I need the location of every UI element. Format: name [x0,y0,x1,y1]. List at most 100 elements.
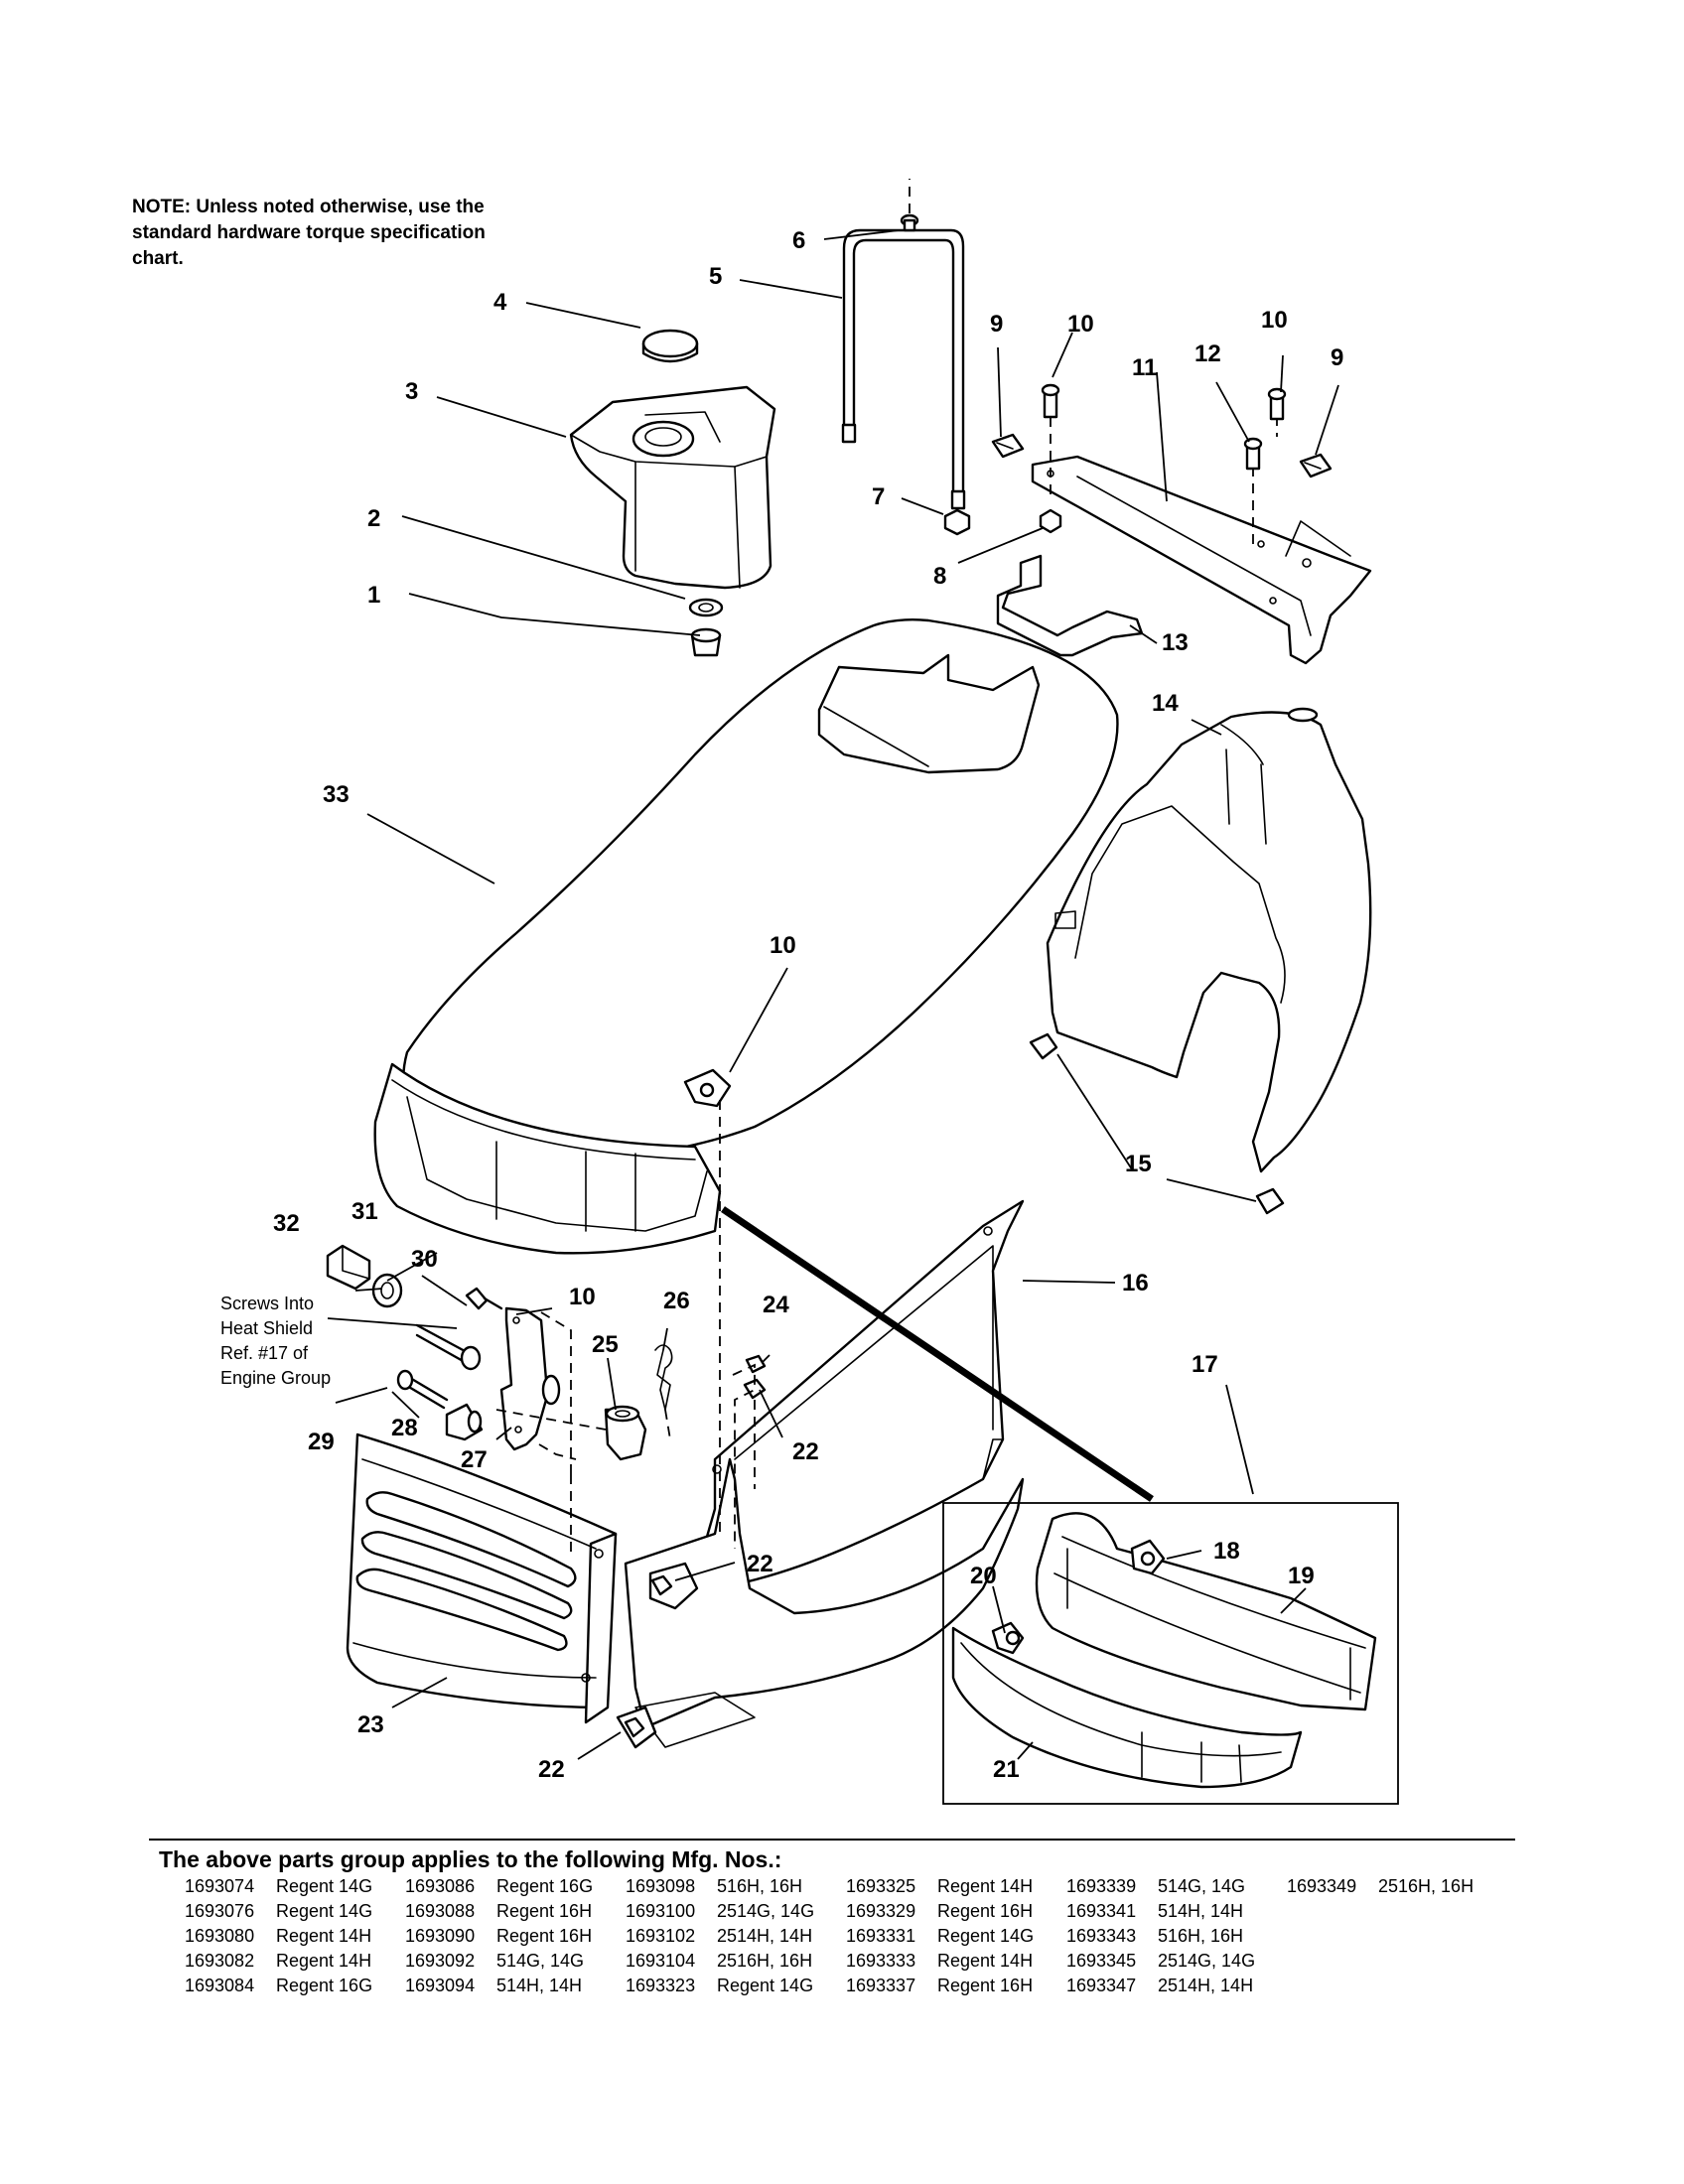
mfg-number: 1693074 [185,1876,255,1896]
heat-shield-annotation: Screws Into Heat Shield Ref. #17 of Engi… [220,1292,331,1391]
callout-3: 3 [405,378,418,405]
mfg-entry: 1693347 2514H, 14H [1066,1976,1253,1996]
callout-5: 5 [709,263,722,290]
callout-23: 23 [357,1711,384,1738]
mfg-number: 1693341 [1066,1901,1137,1921]
callout-12: 12 [1194,341,1221,367]
mfg-number: 1693347 [1066,1976,1137,1995]
fuel-tank-assembly [569,329,776,657]
callout-27: 27 [461,1446,488,1473]
mfg-entry: 1693084 Regent 16G [185,1976,372,1996]
callout-10-hinge: 10 [569,1284,596,1310]
mfg-number: 1693104 [626,1951,696,1971]
mfg-entry: 1693341 514H, 14H [1066,1901,1243,1922]
mfg-number: 1693325 [846,1876,916,1896]
lower-shroud [616,1457,1025,1749]
mfg-model: 2514G, 14G [1158,1951,1256,1971]
callout-15: 15 [1125,1151,1152,1177]
dash-panel [1029,707,1372,1215]
callout-10-top-right: 10 [1261,307,1288,334]
mfg-model: Regent 16G [496,1876,594,1896]
callout-14: 14 [1152,690,1179,717]
callout-13: 13 [1162,629,1189,656]
mfg-number: 1693090 [405,1926,476,1946]
mfg-model: 2514G, 14G [717,1901,815,1921]
mfg-model: Regent 14H [276,1951,372,1971]
mfg-model: Regent 14G [717,1976,814,1995]
mfg-model: 2514H, 14H [1158,1976,1254,1995]
mfg-entry: 1693104 2516H, 16H [626,1951,812,1972]
callout-8: 8 [933,563,946,590]
mfg-entry: 1693098 516H, 16H [626,1876,802,1897]
callout-32: 32 [273,1210,300,1237]
mfg-number: 1693084 [185,1976,255,1995]
leader-lines [327,229,1339,1760]
callout-7: 7 [872,483,885,510]
callout-10-hood: 10 [770,932,796,959]
mfg-model: 514G, 14G [496,1951,585,1971]
mounting-bracket-assembly [991,383,1372,665]
callout-28: 28 [391,1415,418,1441]
callout-16: 16 [1122,1270,1149,1297]
callout-21: 21 [993,1756,1020,1783]
mfg-entry: 1693325 Regent 14H [846,1876,1033,1897]
mfg-number: 1693092 [405,1951,476,1971]
callout-19: 19 [1288,1563,1315,1589]
mfg-model: 516H, 16H [717,1876,803,1896]
divider-rule [149,1839,1515,1841]
callout-9-right: 9 [1331,344,1343,371]
mfg-number: 1693102 [626,1926,696,1946]
mfg-model: Regent 14H [937,1876,1034,1896]
mfg-number: 1693331 [846,1926,916,1946]
mfg-model: 514H, 14H [1158,1901,1244,1921]
mfg-model: Regent 16H [496,1901,593,1921]
inset-reference-line [721,1206,1154,1502]
mfg-entry: 1693082 Regent 14H [185,1951,371,1972]
callout-9-left: 9 [990,311,1003,338]
annotation-line: Engine Group [220,1368,332,1388]
annotation-line: Heat Shield [220,1318,314,1338]
mfg-model: Regent 14G [937,1926,1035,1946]
mfg-number: 1693337 [846,1976,916,1995]
callout-29: 29 [308,1429,335,1455]
mfg-number: 1693082 [185,1951,255,1971]
mfg-number: 1693080 [185,1926,255,1946]
mfg-model: 514H, 14H [496,1976,583,1995]
callout-26: 26 [663,1288,690,1314]
callout-30: 30 [411,1246,438,1273]
mfg-model: Regent 14G [276,1901,373,1921]
mfg-number: 1693086 [405,1876,476,1896]
mfg-model: 516H, 16H [1158,1926,1244,1946]
torque-note: NOTE: Unless noted otherwise, use the st… [132,197,486,269]
mfg-entry: 1693331 Regent 14G [846,1926,1034,1947]
mfg-entry: 1693092 514G, 14G [405,1951,584,1972]
mfg-number: 1693088 [405,1901,476,1921]
callout-numbers: 1 2 3 4 5 6 7 8 9 10 11 12 10 9 13 14 33… [273,227,1343,1783]
hinge-hardware [326,1100,767,1559]
mfg-model: Regent 16G [276,1976,373,1995]
mfg-entry: 1693088 Regent 16H [405,1901,592,1922]
mfg-number: 1693349 [1287,1876,1357,1896]
hood [402,617,1119,1163]
callout-11: 11 [1132,354,1157,381]
mfg-model: 2514H, 14H [717,1926,813,1946]
mfg-number: 1693333 [846,1951,916,1971]
inset-detail [942,1502,1399,1805]
callout-17: 17 [1192,1351,1218,1378]
mfg-entry: 1693102 2514H, 14H [626,1926,812,1947]
mfg-model: 2516H, 16H [717,1951,813,1971]
mfg-number: 1693098 [626,1876,696,1896]
annotation-line: Screws Into [220,1294,315,1313]
